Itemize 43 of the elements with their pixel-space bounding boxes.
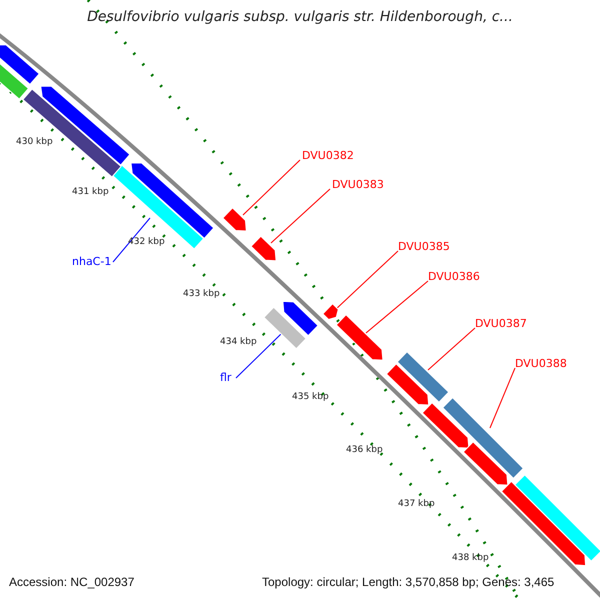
gene-label: DVU0385: [398, 241, 450, 254]
gene-bar: [0, 44, 40, 86]
gene-bar: [386, 363, 430, 406]
leader-line: [270, 188, 330, 244]
gene-label: DVU0386: [428, 271, 480, 284]
leader-line: [112, 218, 150, 262]
leader-line: [236, 334, 282, 378]
tick-label: 430 kbp: [16, 138, 53, 148]
gene-bar: [422, 402, 470, 449]
gene-label: flr: [220, 372, 232, 384]
gene-bar: [322, 303, 339, 320]
tick-label: 433 kbp: [183, 290, 220, 300]
gene-label: DVU0382: [302, 150, 354, 162]
map-title: Desulfovibrio vulgaris subsp. vulgaris str. Hildenborough, c...: [86, 10, 514, 26]
gene-bar: [396, 351, 450, 403]
gene-label: DVU0388: [515, 358, 567, 370]
tick-label: 431 kbp: [72, 188, 109, 198]
leader-line: [366, 280, 428, 334]
gene-bar: [250, 236, 277, 262]
gene-bar: [500, 480, 586, 566]
gene-bar: [462, 441, 508, 486]
gene-bar: [282, 300, 319, 336]
tick-label: 438 kbp: [452, 554, 489, 564]
leader-line: [334, 250, 398, 310]
gene-bar: [263, 306, 307, 350]
gene-label: DVU0387: [475, 318, 527, 330]
leader-line: [490, 368, 516, 428]
gene-bar: [222, 207, 247, 232]
leader-line: [242, 160, 300, 216]
gene-bar: [442, 396, 524, 480]
tick-label: 432 kbp: [128, 238, 165, 248]
tick-label: 435 kbp: [292, 393, 329, 403]
gene-label: nhaC-1: [72, 256, 112, 268]
footer-text: Topology: circular; Length: 3,570,858 bp; Genes: 3,465: [262, 576, 554, 590]
footer-text: Accession: NC_002937: [9, 576, 134, 590]
gene-label: DVU0383: [332, 179, 384, 192]
gene-bar: [514, 474, 600, 562]
leader-line: [428, 328, 476, 370]
gene-bar: [112, 164, 204, 250]
tick-label: 437 kbp: [398, 500, 435, 510]
gene-bar: [336, 314, 384, 361]
tick-label: 436 kbp: [346, 446, 383, 456]
tick-label: 434 kbp: [220, 338, 257, 348]
